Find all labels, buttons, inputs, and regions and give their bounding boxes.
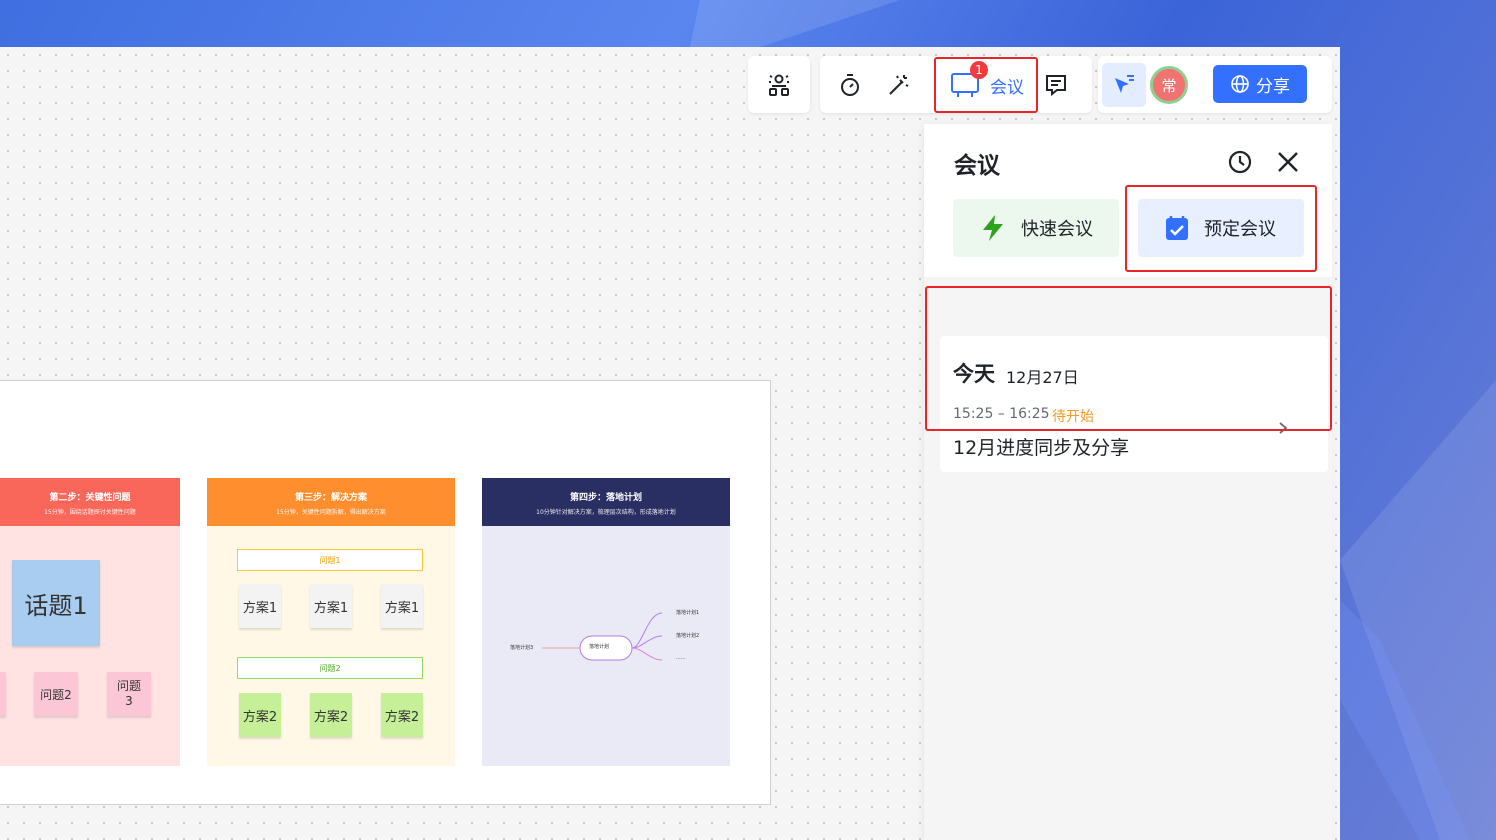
lightning-icon bbox=[983, 215, 1003, 241]
column-subtitle: 15分钟，围绕话题探讨关键性问题 bbox=[44, 509, 136, 516]
quick-meeting-button[interactable]: 快速会议 bbox=[953, 199, 1119, 257]
quick-meeting-label: 快速会议 bbox=[1021, 219, 1093, 240]
toolbar-group-collab bbox=[820, 56, 1092, 113]
calendar-check-icon bbox=[1166, 216, 1188, 240]
cursor-icon bbox=[1115, 75, 1134, 93]
meeting-title: 12月进度同步及分享 bbox=[953, 437, 1130, 459]
comment-icon[interactable] bbox=[1040, 69, 1072, 101]
chevron-right-icon bbox=[1276, 420, 1290, 440]
sticky-note-plan[interactable]: 方案2 bbox=[310, 693, 352, 737]
toolbar-group-tools bbox=[748, 56, 810, 113]
timer-icon[interactable] bbox=[834, 69, 866, 101]
mind-map[interactable] bbox=[482, 478, 730, 766]
problem-box[interactable]: 问题2 bbox=[237, 657, 423, 679]
mind-map-node: 落地计划1 bbox=[676, 610, 700, 616]
template-frame[interactable]: 第二步：关键性问题 15分钟，围绕话题探讨关键性问题 话题1 问题2 问题 3 … bbox=[0, 380, 771, 805]
panel-title: 会议 bbox=[954, 153, 1000, 179]
meeting-card[interactable]: 今天 12月27日 15:25 – 16:25 待开始 12月进度同步及分享 bbox=[940, 336, 1328, 472]
meeting-button[interactable] bbox=[936, 58, 1036, 110]
sticky-note-plan[interactable]: 方案1 bbox=[310, 584, 352, 628]
column-header: 第三步：解决方案 15分钟，关键性问题拆解，得出解决方案 bbox=[207, 478, 455, 526]
column-title: 第二步：关键性问题 bbox=[49, 493, 131, 503]
avatar[interactable]: 常 bbox=[1150, 66, 1188, 104]
schedule-meeting-label: 预定会议 bbox=[1204, 219, 1276, 240]
column-subtitle: 15分钟，关键性问题拆解，得出解决方案 bbox=[276, 509, 386, 516]
notification-badge: 1 bbox=[970, 61, 988, 79]
schedule-meeting-button[interactable]: 预定会议 bbox=[1138, 199, 1304, 257]
meeting-time: 15:25 – 16:25 bbox=[953, 406, 1050, 422]
globe-icon bbox=[1231, 75, 1249, 93]
meeting-icon bbox=[951, 73, 979, 97]
share-button-label: 分享 bbox=[1256, 76, 1290, 97]
whiteboard-canvas[interactable]: 第二步：关键性问题 15分钟，围绕话题探讨关键性问题 话题1 问题2 问题 3 … bbox=[0, 47, 1340, 840]
share-button[interactable]: 分享 bbox=[1213, 65, 1307, 103]
column-title: 第三步：解决方案 bbox=[294, 493, 367, 503]
problem-box[interactable]: 问题1 bbox=[237, 549, 423, 571]
sticky-note-partial[interactable] bbox=[0, 672, 6, 716]
sticky-note-question[interactable]: 问题2 bbox=[34, 672, 78, 716]
meeting-status: 待开始 bbox=[1052, 409, 1094, 425]
sticky-note-plan[interactable]: 方案1 bbox=[381, 584, 423, 628]
date-label: 12月27日 bbox=[1006, 368, 1079, 387]
users-icon[interactable] bbox=[763, 69, 795, 101]
column-key-questions: 第二步：关键性问题 15分钟，围绕话题探讨关键性问题 话题1 问题2 问题 3 bbox=[0, 478, 180, 766]
column-solutions: 第三步：解决方案 15分钟，关键性问题拆解，得出解决方案 问题1 方案1 方案1… bbox=[207, 478, 455, 766]
history-icon[interactable] bbox=[1226, 148, 1254, 180]
sticky-note-topic[interactable]: 话题1 bbox=[12, 560, 100, 646]
follow-cursor-button[interactable] bbox=[1102, 63, 1146, 107]
column-title: 第四步：落地计划 bbox=[569, 493, 642, 503]
magic-wand-icon[interactable] bbox=[882, 69, 914, 101]
day-label: 今天 bbox=[953, 362, 995, 386]
mind-map-center: 落地计划 bbox=[589, 644, 610, 650]
sticky-note-question[interactable]: 问题 3 bbox=[107, 672, 151, 716]
sticky-note-plan[interactable]: 方案2 bbox=[239, 693, 281, 737]
mind-map-node: 落地计划2 bbox=[676, 633, 700, 639]
close-icon[interactable] bbox=[1274, 148, 1302, 180]
column-header: 第二步：关键性问题 15分钟，围绕话题探讨关键性问题 bbox=[0, 478, 180, 526]
meeting-button-label: 会议 bbox=[990, 78, 1024, 98]
column-landing-plan: 第四步：落地计划 10分钟针对解决方案，梳理层次结构，形成落地计划 落地计划 落… bbox=[482, 478, 730, 766]
mind-map-node: ...... bbox=[676, 655, 686, 661]
column-subtitle: 10分钟针对解决方案，梳理层次结构，形成落地计划 bbox=[536, 509, 676, 516]
column-header: 第四步：落地计划 10分钟针对解决方案，梳理层次结构，形成落地计划 bbox=[482, 478, 730, 526]
sticky-note-plan[interactable]: 方案2 bbox=[381, 693, 423, 737]
mind-map-node: 落地计划3 bbox=[510, 645, 534, 651]
sticky-note-plan[interactable]: 方案1 bbox=[239, 584, 281, 628]
